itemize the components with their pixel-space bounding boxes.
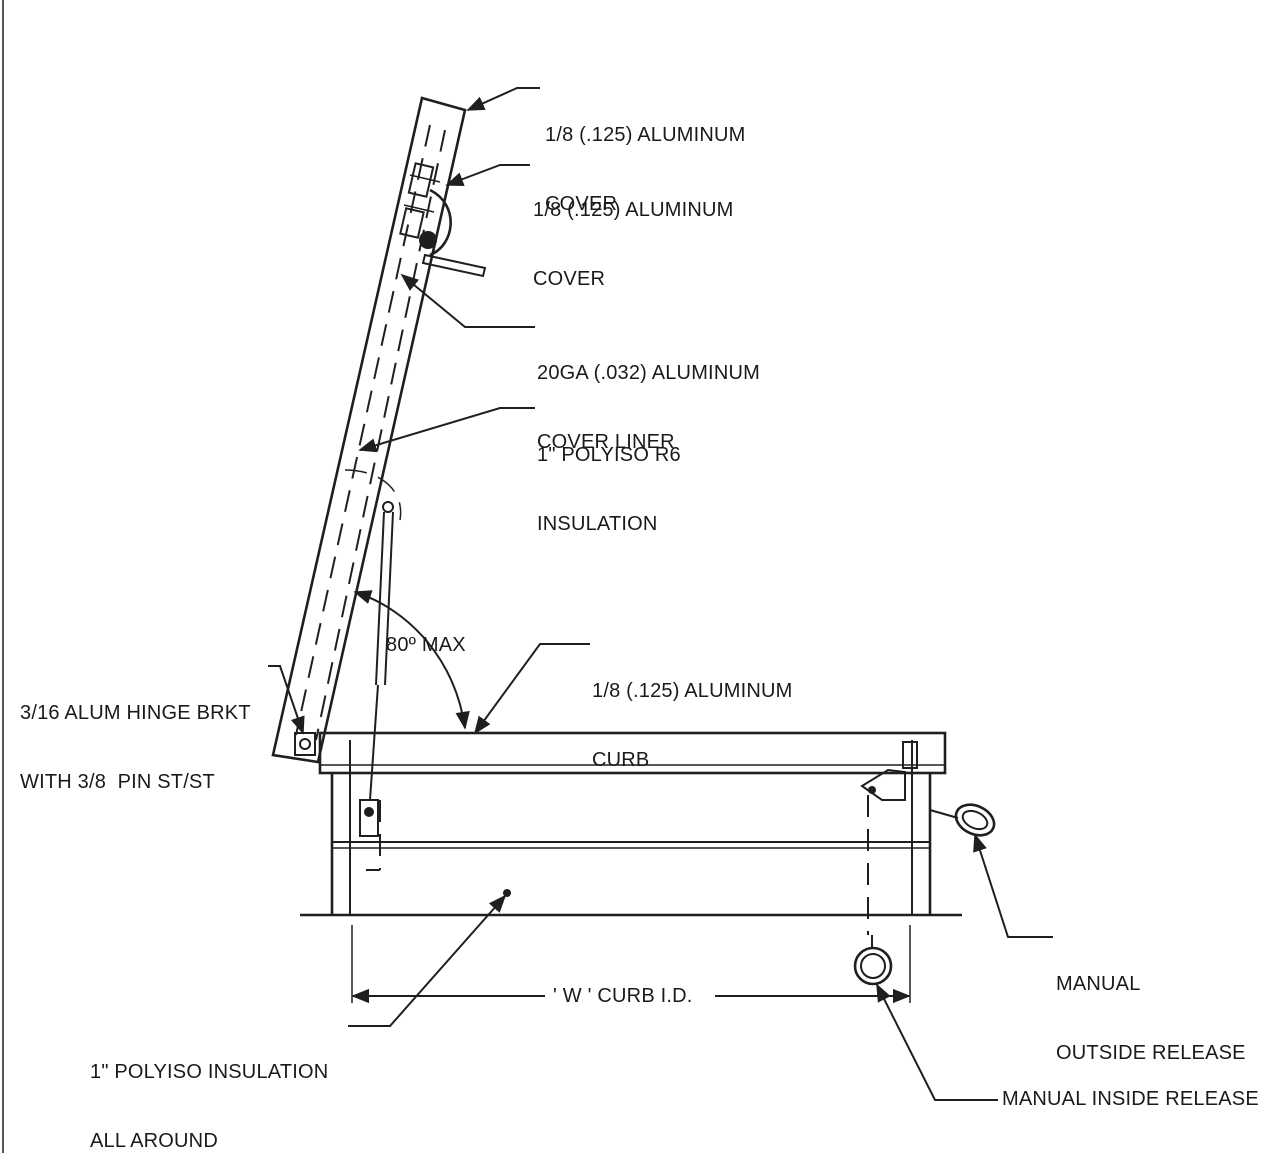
- label-outside-release-line2: OUTSIDE RELEASE: [1056, 1042, 1246, 1064]
- latch-bolt-1: [409, 174, 441, 183]
- hinge-bracket: [294, 732, 316, 756]
- label-curb-insulation-line1: 1" POLYISO INSULATION: [90, 1061, 329, 1083]
- latch-block-mid: [399, 207, 425, 239]
- label-cover-top-line1: 1/8 (.125) ALUMINUM: [545, 124, 746, 146]
- curb: [300, 731, 962, 917]
- leader-outside-release: [973, 833, 1053, 938]
- label-cover-insulation: 1" POLYISO R6 INSULATION: [537, 398, 681, 582]
- leader-curb: [473, 643, 590, 735]
- inside-release-ring-outer: [853, 946, 893, 986]
- label-outside-release-line1: MANUAL: [1056, 973, 1141, 995]
- hinge-pin: [299, 738, 311, 750]
- leader-cover-top: [466, 87, 540, 111]
- latch-lever: [860, 768, 906, 801]
- leader-curb-insulation: [348, 894, 507, 1027]
- label-curb-insulation: 1" POLYISO INSULATION ALL AROUND: [90, 1015, 328, 1153]
- leader-inside-release: [876, 983, 998, 1101]
- outside-release-ring-outer: [954, 803, 996, 837]
- label-curb: 1/8 (.125) ALUMINUM CURB: [592, 634, 793, 818]
- latch-bolt-2: [403, 204, 435, 213]
- outside-release-stem: [929, 809, 959, 819]
- spring-base-pivot: [364, 807, 374, 817]
- label-cover-liner-line2: COVER LINER: [537, 431, 675, 453]
- cover-insulation-dashed: [315, 129, 446, 741]
- cover-outline: [271, 96, 467, 764]
- label-cover-second-line2: COVER: [533, 268, 606, 290]
- spring-top-pivot: [382, 501, 394, 513]
- label-curb-line1: 1/8 (.125) ALUMINUM: [592, 680, 793, 702]
- label-inside-release: MANUAL INSIDE RELEASE: [1002, 1088, 1259, 1110]
- label-width-dimension: ' W ' CURB I.D.: [553, 985, 693, 1007]
- label-cover-second: 1/8 (.125) ALUMINUM COVER: [533, 153, 734, 337]
- label-cover-top-line2: COVER: [545, 193, 618, 215]
- latch-block-upper: [407, 162, 435, 198]
- label-cover-second-line1: 1/8 (.125) ALUMINUM: [533, 199, 734, 221]
- label-curb-insulation-line2: ALL AROUND: [90, 1130, 218, 1152]
- spring-rod-right: [384, 511, 394, 686]
- latch-mechanism: [853, 741, 996, 986]
- leader-cover-insulation: [358, 407, 535, 453]
- label-outside-release: MANUAL OUTSIDE RELEASE: [1056, 927, 1246, 1111]
- leader-lines: [268, 87, 1053, 1101]
- gas-spring: [359, 511, 394, 837]
- spring-base-bracket: [359, 799, 379, 837]
- angle-arc: [353, 590, 470, 730]
- label-hinge: 3/16 ALUM HINGE BRKT WITH 3/8 PIN ST/ST: [20, 656, 251, 840]
- spring-rod-left: [375, 511, 385, 686]
- label-cover-insulation-line1: 1" POLYISO R6: [537, 444, 681, 466]
- inside-release-ring-inner: [860, 953, 886, 979]
- hatch-cover: [271, 96, 487, 764]
- leader-cover-second: [445, 164, 530, 187]
- latch-lever-pivot: [868, 786, 876, 794]
- latch-arm: [421, 253, 487, 278]
- label-cover-liner-line1: 20GA (.032) ALUMINUM: [537, 362, 760, 384]
- latch-hook: [429, 188, 452, 257]
- label-cover-insulation-line2: INSULATION: [537, 513, 658, 535]
- spring-piston: [369, 684, 379, 801]
- label-angle: 80º MAX: [386, 634, 466, 656]
- label-hinge-line1: 3/16 ALUM HINGE BRKT: [20, 702, 251, 724]
- label-hinge-line2: WITH 3/8 PIN ST/ST: [20, 771, 215, 793]
- cover-liner-dashed: [295, 124, 431, 736]
- latch-keeper: [902, 741, 918, 769]
- leader-cover-liner: [400, 273, 535, 328]
- curb-top-flange: [318, 731, 947, 775]
- outside-release-ring-inner: [961, 809, 989, 831]
- latch-pivot: [419, 231, 437, 249]
- spring-bracket-arc: [344, 469, 402, 521]
- label-cover-liner: 20GA (.032) ALUMINUM COVER LINER: [537, 316, 760, 500]
- leader-hinge: [268, 665, 305, 735]
- label-cover-top: 1/8 (.125) ALUMINUM COVER: [545, 78, 746, 262]
- label-curb-line2: CURB: [592, 749, 650, 771]
